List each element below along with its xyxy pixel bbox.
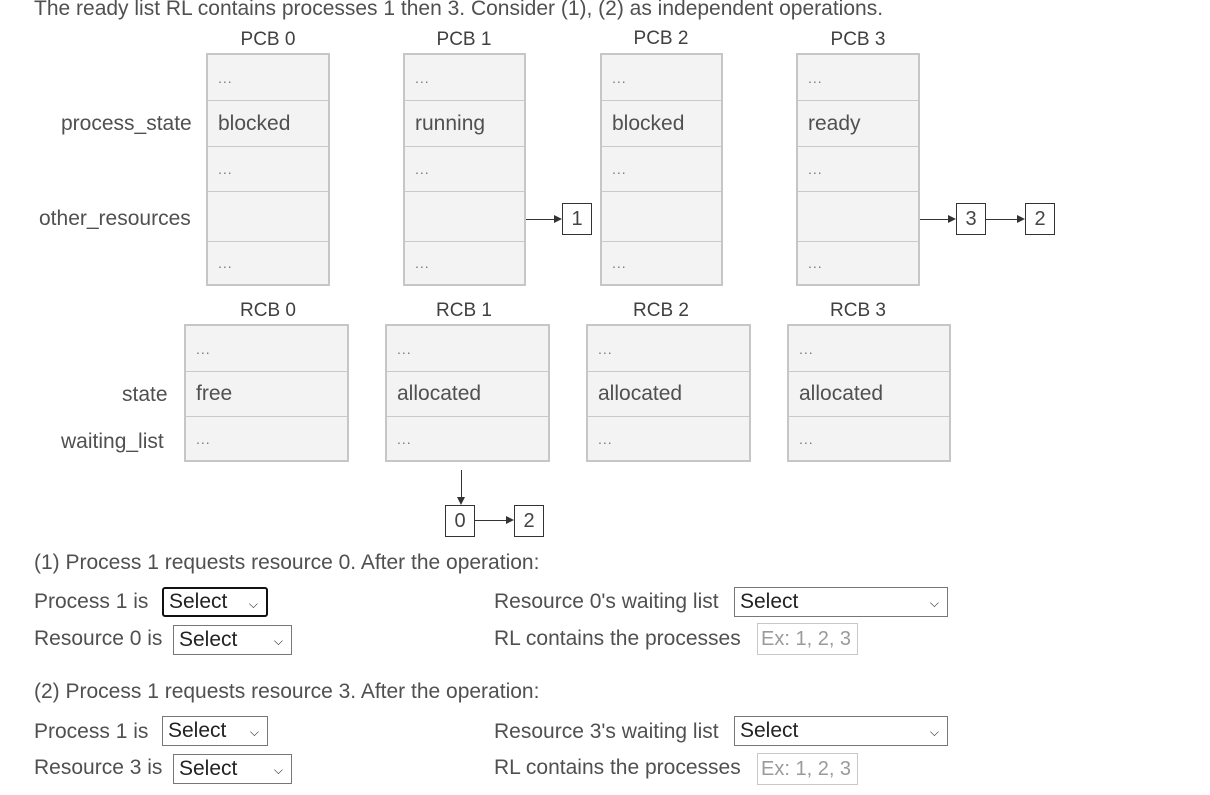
pcb-title: PCB 2 bbox=[633, 28, 689, 49]
link-line bbox=[920, 219, 950, 220]
rcb-waiting-list: ... bbox=[196, 430, 211, 447]
link-line bbox=[526, 219, 556, 220]
pcb-cell: ... bbox=[405, 55, 524, 101]
rcb-title: RCB 3 bbox=[830, 300, 886, 321]
resource-node: 3 bbox=[956, 203, 986, 235]
chevron-down-icon: ⌵ bbox=[929, 725, 939, 739]
arrow-right-icon bbox=[1017, 215, 1025, 223]
pcb-other-resources bbox=[602, 192, 721, 242]
pcb-other-resources bbox=[798, 192, 918, 242]
q2-waiting-list-select[interactable]: Select ⌵ bbox=[734, 716, 948, 746]
select-value: Select bbox=[179, 628, 238, 651]
arrow-down-icon bbox=[457, 497, 465, 505]
rcb-title: RCB 0 bbox=[240, 300, 296, 321]
q2-resource-state-select[interactable]: Select ⌵ bbox=[173, 754, 292, 784]
select-value: Select bbox=[169, 590, 228, 613]
select-value: Select bbox=[740, 719, 799, 742]
rcb-state: free bbox=[186, 372, 347, 417]
q2-process-state-select[interactable]: Select ⌵ bbox=[162, 716, 268, 746]
question-1-heading: (1) Process 1 requests resource 0. After… bbox=[34, 551, 540, 574]
pcb-title: PCB 1 bbox=[436, 29, 492, 50]
q2-process-label: Process 1 is bbox=[34, 720, 149, 743]
rcb-state: allocated bbox=[789, 372, 949, 417]
rcb-title: RCB 1 bbox=[436, 300, 492, 321]
waiting-list-label: waiting_list bbox=[61, 430, 164, 453]
select-value: Select bbox=[168, 719, 227, 742]
rcb-cell: ... bbox=[186, 326, 347, 372]
pcb-cell: ... bbox=[808, 255, 823, 271]
pcb-cell: ... bbox=[415, 255, 430, 271]
other-resources-label: other_resources bbox=[39, 207, 191, 230]
link-line bbox=[475, 520, 508, 521]
pcb-cell: ... bbox=[798, 55, 918, 101]
process-state-label: process_state bbox=[61, 112, 192, 135]
link-line bbox=[986, 219, 1019, 220]
process-node: 0 bbox=[445, 505, 475, 537]
select-value: Select bbox=[740, 590, 799, 613]
pcb-process-state: blocked bbox=[208, 101, 328, 147]
pcb-0: ... blocked ... ... bbox=[206, 53, 330, 286]
rcb-3: ... allocated ... bbox=[787, 324, 951, 462]
chevron-down-icon: ⌵ bbox=[273, 763, 283, 777]
select-value: Select bbox=[179, 757, 238, 780]
arrow-right-icon bbox=[554, 215, 562, 223]
pcb-cell: ... bbox=[208, 55, 328, 101]
intro-text: The ready list RL contains processes 1 t… bbox=[34, 0, 884, 20]
arrow-right-icon bbox=[948, 215, 956, 223]
q1-rl-input[interactable]: Ex: 1, 2, 3 bbox=[757, 623, 858, 655]
q1-resource-state-select[interactable]: Select ⌵ bbox=[173, 625, 292, 655]
state-label: state bbox=[122, 383, 168, 406]
q1-waiting-list-label: Resource 0's waiting list bbox=[494, 590, 719, 613]
pcb-1: ... running ... ... bbox=[403, 53, 526, 286]
rcb-cell: ... bbox=[387, 326, 548, 372]
pcb-cell: ... bbox=[798, 147, 918, 192]
rcb-waiting-list: ... bbox=[598, 430, 613, 447]
q2-rl-input[interactable]: Ex: 1, 2, 3 bbox=[757, 753, 858, 785]
rcb-0: ... free ... bbox=[184, 324, 349, 462]
q2-resource-label: Resource 3 is bbox=[34, 756, 163, 779]
pcb-title: PCB 0 bbox=[240, 29, 296, 50]
pcb-process-state: ready bbox=[798, 101, 918, 147]
q1-rl-label: RL contains the processes bbox=[494, 627, 741, 650]
rcb-cell: ... bbox=[789, 326, 949, 372]
pcb-cell: ... bbox=[405, 147, 524, 192]
q1-process-label: Process 1 is bbox=[34, 590, 149, 613]
q1-waiting-list-select[interactable]: Select ⌵ bbox=[734, 587, 948, 617]
pcb-process-state: running bbox=[405, 101, 524, 147]
pcb-cell: ... bbox=[602, 147, 721, 192]
pcb-other-resources bbox=[208, 192, 328, 242]
pcb-cell: ... bbox=[612, 255, 627, 271]
rcb-state: allocated bbox=[387, 372, 548, 417]
pcb-3: ... ready ... ... bbox=[796, 53, 920, 286]
pcb-other-resources bbox=[405, 192, 524, 242]
arrow-right-icon bbox=[506, 516, 514, 524]
question-2-heading: (2) Process 1 requests resource 3. After… bbox=[34, 680, 540, 703]
chevron-down-icon: ⌵ bbox=[273, 634, 283, 648]
q2-waiting-list-label: Resource 3's waiting list bbox=[494, 720, 719, 743]
rcb-waiting-list: ... bbox=[397, 430, 412, 447]
resource-node: 1 bbox=[562, 203, 592, 235]
pcb-process-state: blocked bbox=[602, 101, 721, 147]
q1-resource-label: Resource 0 is bbox=[34, 627, 163, 650]
rcb-1: ... allocated ... bbox=[385, 324, 550, 462]
q1-process-state-select[interactable]: Select ⌵ bbox=[162, 587, 268, 617]
pcb-title: PCB 3 bbox=[830, 29, 886, 50]
chevron-down-icon: ⌵ bbox=[249, 725, 259, 739]
chevron-down-icon: ⌵ bbox=[248, 597, 258, 611]
rcb-state: allocated bbox=[588, 372, 749, 417]
q2-rl-label: RL contains the processes bbox=[494, 756, 741, 779]
pcb-cell: ... bbox=[218, 255, 233, 271]
list-line bbox=[461, 470, 462, 498]
chevron-down-icon: ⌵ bbox=[929, 596, 939, 610]
pcb-cell: ... bbox=[602, 55, 721, 101]
process-node: 2 bbox=[514, 505, 544, 537]
rcb-2: ... allocated ... bbox=[586, 324, 751, 462]
pcb-cell: ... bbox=[208, 147, 328, 192]
rcb-waiting-list: ... bbox=[799, 430, 814, 447]
rcb-title: RCB 2 bbox=[633, 300, 689, 321]
resource-node: 2 bbox=[1025, 203, 1055, 235]
rcb-cell: ... bbox=[588, 326, 749, 372]
pcb-2: ... blocked ... ... bbox=[600, 53, 723, 286]
